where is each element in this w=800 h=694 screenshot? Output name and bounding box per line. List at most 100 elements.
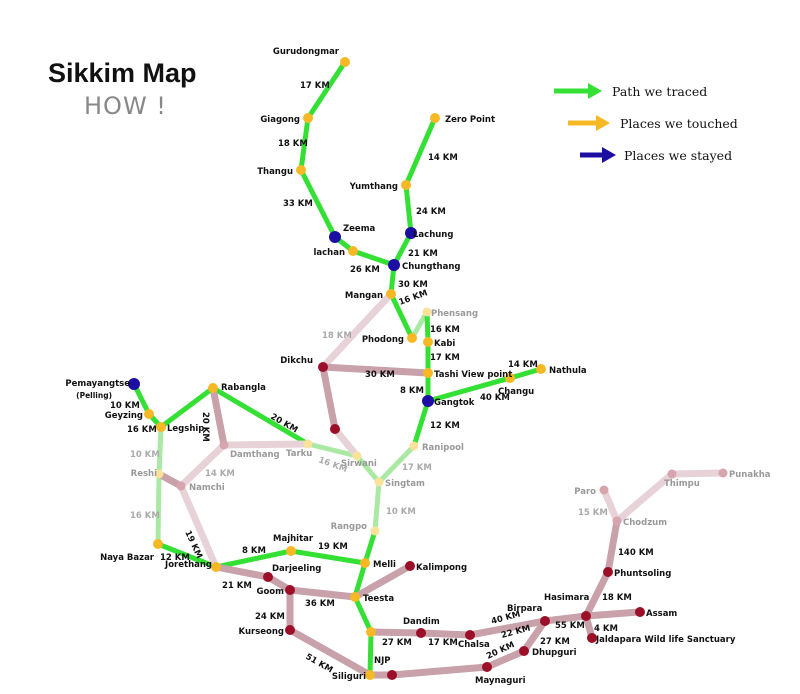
place-label: Rangpo bbox=[331, 522, 368, 532]
route-untraced bbox=[367, 628, 425, 637]
place-label: Changu bbox=[498, 387, 534, 397]
route-untraced bbox=[286, 626, 374, 679]
legend-label: Path we traced bbox=[612, 83, 708, 99]
place-label: Yumthang bbox=[349, 182, 398, 192]
distance-label: 12 KM bbox=[430, 421, 460, 431]
route-untraced bbox=[212, 563, 272, 581]
place-label: Hasimara bbox=[544, 593, 590, 603]
place-label: Thangu bbox=[257, 167, 293, 177]
place-label: Siliguri bbox=[332, 672, 366, 682]
distance-label: 17 KM bbox=[428, 638, 458, 648]
place-label: Chungthang bbox=[402, 262, 460, 272]
place-label: Goom bbox=[256, 587, 284, 597]
place-marker bbox=[407, 333, 417, 343]
map-title: Sikkim Map bbox=[48, 58, 197, 88]
place-label: Ranipool bbox=[422, 443, 464, 453]
distance-label: 18 KM bbox=[278, 139, 308, 149]
route-traced bbox=[362, 528, 378, 566]
legend-stayed: Places we stayed bbox=[578, 146, 732, 164]
route-untraced bbox=[319, 363, 432, 377]
place-label: Paro bbox=[574, 487, 596, 497]
place-marker bbox=[263, 572, 273, 582]
place-label: Damthang bbox=[230, 450, 280, 460]
distance-label: 17 KM bbox=[300, 81, 330, 91]
distance-label: 8 KM bbox=[242, 546, 266, 556]
place-marker bbox=[296, 165, 306, 175]
place-marker bbox=[387, 670, 397, 680]
place-label: Jaldapara Wild life Sanctuary bbox=[595, 635, 736, 645]
place-marker bbox=[423, 337, 433, 347]
place-marker bbox=[348, 246, 358, 256]
place-label: Nathula bbox=[549, 366, 587, 376]
place-label: Chalsa bbox=[458, 640, 490, 650]
place-marker bbox=[718, 468, 728, 478]
route-traced_faded bbox=[376, 443, 417, 485]
route-untraced_faded bbox=[668, 469, 727, 478]
place-marker bbox=[581, 611, 591, 621]
place-marker bbox=[350, 592, 360, 602]
distance-label: 24 KM bbox=[416, 207, 446, 217]
place-marker bbox=[303, 439, 313, 449]
place-marker bbox=[599, 485, 609, 495]
place-marker bbox=[156, 422, 166, 432]
route-traced bbox=[388, 291, 415, 341]
place-label: Chodzum bbox=[623, 518, 667, 528]
place-label: Sirwani bbox=[341, 459, 377, 469]
distance-label: 36 KM bbox=[305, 599, 335, 609]
place-label: Jorethang bbox=[164, 560, 212, 570]
distance-label: 10 KM bbox=[130, 450, 160, 460]
route-traced bbox=[158, 385, 216, 430]
place-marker bbox=[330, 424, 340, 434]
route-traced bbox=[391, 230, 414, 268]
distance-label: 27 KM bbox=[540, 637, 570, 647]
place-label: lachan bbox=[313, 248, 345, 258]
distance-label: 17 KM bbox=[430, 353, 460, 363]
place-label: Legship bbox=[167, 424, 204, 434]
route-traced bbox=[210, 385, 311, 447]
place-sublabel: (Pelling) bbox=[76, 391, 112, 400]
route-traced bbox=[213, 548, 294, 570]
place-label: Thimpu bbox=[664, 479, 700, 489]
place-label: Dikchu bbox=[280, 356, 313, 366]
route-traced bbox=[298, 167, 338, 240]
place-label: Kalimpong bbox=[416, 563, 467, 573]
legend-touched: Places we touched bbox=[566, 114, 738, 132]
route-untraced bbox=[520, 617, 549, 655]
place-marker bbox=[286, 546, 296, 556]
place-marker bbox=[612, 516, 622, 526]
place-label: Mangan bbox=[345, 291, 383, 301]
blue-arrow-icon bbox=[580, 147, 616, 163]
legend-traced: Path we traced bbox=[552, 82, 707, 100]
route-untraced bbox=[483, 647, 528, 671]
place-marker bbox=[340, 57, 350, 67]
route-traced bbox=[424, 309, 431, 345]
place-marker bbox=[409, 441, 419, 451]
place-marker bbox=[153, 539, 163, 549]
place-label: Giagong bbox=[260, 115, 300, 125]
distance-label: 40 KM bbox=[480, 393, 510, 403]
route-untraced bbox=[319, 363, 339, 433]
place-label: Teesta bbox=[363, 594, 394, 604]
route-untraced bbox=[388, 663, 491, 679]
place-label: Birpara bbox=[507, 604, 543, 614]
place-marker bbox=[128, 378, 140, 390]
route-untraced_faded bbox=[177, 482, 220, 571]
place-marker bbox=[144, 409, 154, 419]
route-untraced bbox=[582, 568, 612, 620]
yellow-arrow-icon bbox=[568, 115, 610, 131]
place-marker bbox=[519, 646, 529, 656]
place-label: Reshi bbox=[131, 469, 157, 479]
place-marker bbox=[360, 558, 370, 568]
place-label: Namchi bbox=[189, 483, 225, 493]
distance-label: 16 KM bbox=[127, 425, 157, 435]
distance-label: 140 KM bbox=[618, 548, 654, 558]
route-traced bbox=[425, 375, 513, 404]
distance-label: 21 KM bbox=[222, 581, 252, 591]
place-label: Dhupguri bbox=[532, 648, 577, 658]
place-label: Geyzing bbox=[105, 411, 143, 421]
distance-label: 24 KM bbox=[255, 612, 285, 622]
place-label: Tarku bbox=[286, 449, 312, 459]
place-marker bbox=[285, 625, 295, 635]
place-label: Tashi View point bbox=[434, 370, 512, 380]
